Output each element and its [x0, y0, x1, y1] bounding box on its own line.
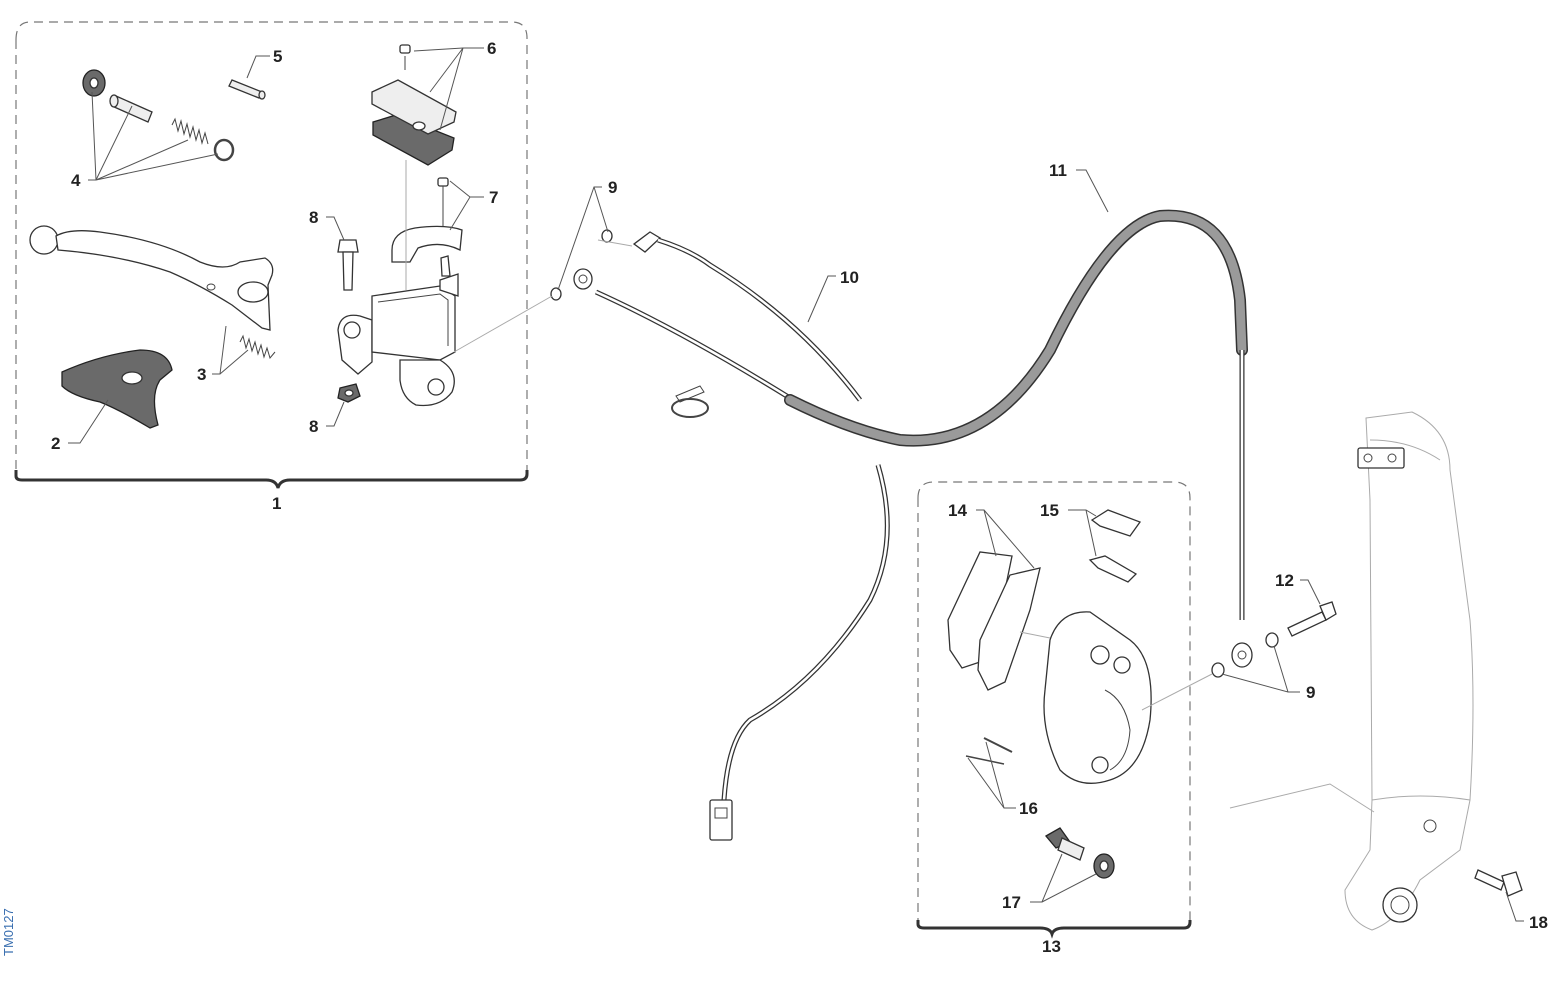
- callout-3: 3: [197, 365, 206, 384]
- banjo-bolt-part: [1287, 601, 1337, 637]
- callout-6: 6: [487, 39, 496, 58]
- handlebar-clamp-part: [391, 177, 463, 277]
- callout-2: 2: [51, 434, 60, 453]
- callout-5: 5: [273, 47, 282, 66]
- reservoir-cap-part: [371, 44, 457, 166]
- callout-9-bottom: 9: [1306, 683, 1315, 702]
- callout-7: 7: [489, 188, 498, 207]
- cable-tie-part: [671, 385, 709, 418]
- callout-14: 14: [948, 501, 967, 520]
- lower-sealing-washers-part: [1211, 632, 1279, 678]
- callout-13: 13: [1042, 937, 1061, 956]
- callout-8-top: 8: [309, 208, 318, 227]
- axle-clamp-bolt-part: [1474, 869, 1523, 897]
- callout-1: 1: [272, 494, 281, 513]
- figure-code: TM0127: [1, 908, 16, 956]
- callout-10: 10: [840, 268, 859, 287]
- master-cylinder-part: [337, 273, 459, 407]
- clamp-bolt-part: [337, 239, 361, 403]
- pad-springs-part: [1088, 509, 1142, 583]
- brake-pads-part: [947, 551, 1041, 691]
- brake-caliper-part: [1043, 611, 1152, 784]
- callout-17: 17: [1002, 893, 1021, 912]
- sealing-washers-part: [550, 229, 613, 301]
- brake-lever-part: [29, 225, 276, 360]
- master-cylinder-group-box: [14, 21, 529, 489]
- callout-11: 11: [1049, 161, 1067, 180]
- callout-15: 15: [1040, 501, 1059, 520]
- callout-18: 18: [1529, 913, 1548, 932]
- callout-16: 16: [1019, 799, 1038, 818]
- caliper-group-box: [916, 481, 1192, 939]
- brake-hose-part: [784, 209, 1253, 668]
- callout-8-bottom: 8: [309, 417, 318, 436]
- fork-leg-reference: [1229, 411, 1474, 931]
- brake-line-part: [594, 289, 792, 401]
- lever-guard-part: [61, 349, 173, 429]
- pivot-pin-part: [228, 79, 266, 100]
- pivot-bolt-set-part: [82, 69, 235, 162]
- leader-lines: [68, 47, 1524, 922]
- callout-9-top: 9: [608, 178, 617, 197]
- callout-4: 4: [71, 171, 81, 190]
- callout-labels: 1 2 3 4 5 6 7 8 8 9 9 10 11 12 13 14 15 …: [51, 39, 1548, 956]
- caliper-bolt-part: [1045, 827, 1115, 879]
- callout-12: 12: [1275, 571, 1294, 590]
- assembly-guide-lines: [405, 160, 1213, 711]
- pad-pins-part: [965, 737, 1013, 765]
- brake-switch-cable-part: [632, 231, 890, 841]
